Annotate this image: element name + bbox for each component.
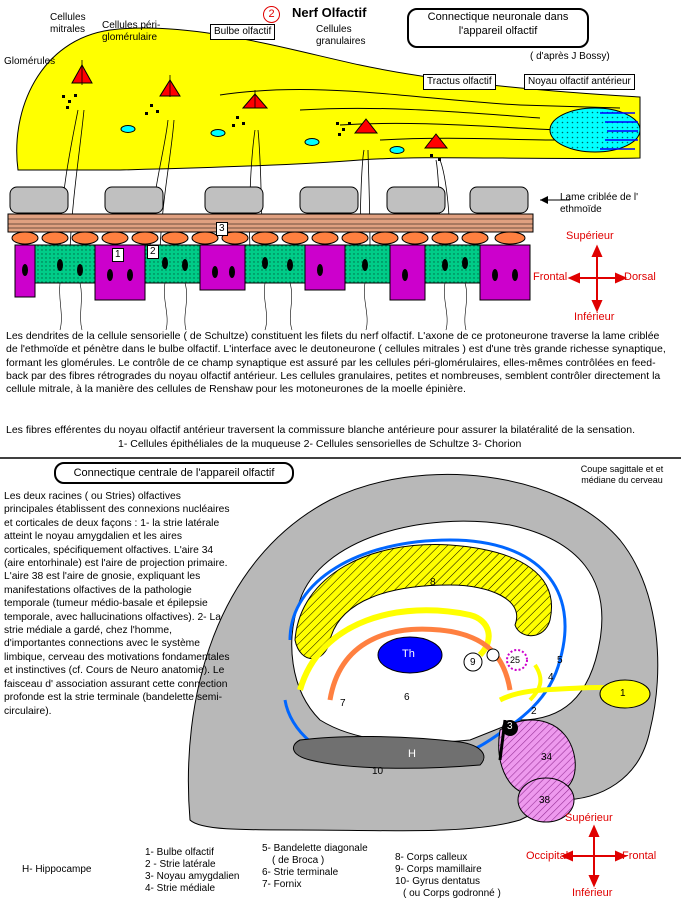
brain-num-4: 4	[548, 672, 554, 683]
brain-num-5: 5	[557, 655, 563, 666]
central-title: Connectique centrale de l'appareil olfac…	[54, 462, 294, 484]
legend-item: 1- Bulbe olfactif	[145, 847, 214, 858]
legend-item: ( de Broca )	[272, 855, 325, 866]
legend-item: 3- Noyau amygdalien	[145, 871, 240, 882]
legend-item: 6- Strie terminale	[262, 867, 339, 878]
brain-num-6: 6	[404, 692, 410, 703]
legend-col1: 1- Bulbe olfactif 2 - Strie latérale 3- …	[145, 847, 240, 895]
brain-num-1: 1	[620, 688, 626, 699]
legend-col3: 8- Corps calleux 9- Corps mamillaire 10-…	[395, 852, 501, 900]
page-title: Nerf Olfactif	[292, 5, 367, 20]
legend-item: 9- Corps mamillaire	[395, 864, 482, 875]
tractus-label: Tractus olfactif	[423, 74, 496, 90]
figure-number: 2	[263, 6, 280, 23]
lame-criblee	[9, 186, 529, 214]
brain-num-25: 25	[510, 655, 521, 665]
label-lame: Lame criblée de l' ethmoïde	[560, 192, 639, 215]
label-granulaires: Cellules granulaires	[316, 24, 366, 47]
legend-col2: 5- Bandelette diagonale ( de Broca ) 6- …	[262, 843, 368, 891]
hippocampe	[292, 735, 485, 769]
bulbe-label: Bulbe olfactif	[210, 24, 276, 40]
top-legend: 1- Cellules épithéliales de la muqueuse …	[118, 438, 522, 450]
orient-bottom-right: Frontal	[622, 850, 657, 862]
legend-item: 2 - Strie latérale	[145, 859, 216, 870]
area-25	[506, 649, 528, 671]
olfactory-bulb-shape	[16, 27, 641, 171]
legend-item: 10- Gyrus dentatus	[395, 876, 481, 887]
orient-bottom-left: Occipital	[526, 850, 569, 862]
bulbe-olfactif-shape	[599, 679, 651, 709]
chorion-cells	[11, 231, 526, 245]
brain-num-38: 38	[539, 795, 551, 806]
hippocampe-legend: H- Hippocampe	[22, 864, 92, 875]
epithelium	[14, 244, 531, 301]
coupe-label: Coupe sagittale et et médiane du cerveau	[580, 464, 664, 485]
brain-num-3: 3	[507, 721, 513, 732]
top-description-2: Les fibres efférentes du noyau olfactif …	[6, 424, 635, 436]
brain-num-7: 7	[340, 698, 346, 709]
legend-item: 5- Bandelette diagonale	[262, 843, 368, 854]
num-2: 2	[147, 245, 159, 259]
corps-calleux	[294, 544, 552, 660]
legend-item: 7- Fornix	[262, 879, 302, 890]
thalamus	[377, 636, 443, 674]
num-1: 1	[112, 248, 124, 262]
orient-bottom-down: Inférieur	[572, 887, 613, 899]
source-label: ( d'après J Bossy)	[530, 51, 610, 62]
periglomerular-cells	[120, 125, 405, 154]
orient-top-left: Frontal	[533, 271, 568, 283]
noyau-label: Noyau olfactif antérieur	[524, 74, 635, 90]
label-glomerules: Glomérules	[4, 56, 56, 67]
legend-item: 8- Corps calleux	[395, 852, 468, 863]
brain-num-34: 34	[541, 752, 553, 763]
orient-top-up: Supérieur	[566, 230, 614, 242]
orient-bottom-up: Supérieur	[565, 812, 613, 824]
num-3: 3	[216, 222, 228, 236]
top-description: Les dendrites de la cellule sensorielle …	[6, 330, 666, 396]
central-text: Les deux racines ( ou Stries) olfactives…	[4, 491, 230, 717]
brain-num-8: 8	[430, 577, 436, 588]
orient-top-right: Dorsal	[624, 271, 656, 283]
legend-item: 4- Strie médiale	[145, 883, 216, 894]
brain-num-10: 10	[372, 766, 384, 777]
label-mitrales: Cellules mitrales	[50, 12, 86, 35]
thalamus-label: Th	[402, 648, 415, 660]
legend-item: ( ou Corps godronné )	[403, 888, 501, 899]
noyau-olfactif-shape	[549, 107, 641, 153]
hippocampe-label: H	[408, 748, 416, 760]
neuronal-title: Connectique neuronale dans l'appareil ol…	[407, 8, 589, 48]
brain-num-9: 9	[470, 657, 476, 668]
orient-top-down: Inférieur	[574, 311, 615, 323]
label-periglomerulaire: Cellules péri-glomérulaire	[102, 20, 161, 43]
brain-num-2: 2	[531, 706, 537, 717]
